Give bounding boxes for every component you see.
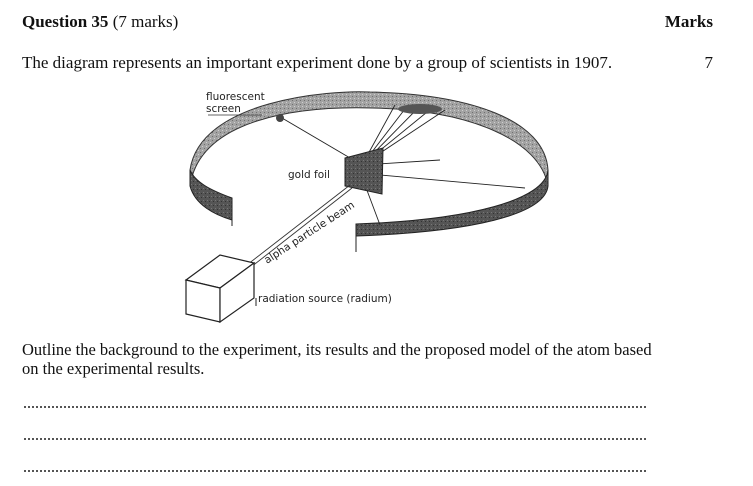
answer-line-3[interactable] bbox=[24, 470, 646, 472]
label-alpha-beam: alpha particle beam bbox=[262, 199, 357, 266]
marks-value: 7 bbox=[704, 53, 714, 72]
label-screen-2: screen bbox=[206, 103, 241, 115]
answer-line-1[interactable] bbox=[24, 406, 646, 408]
rutherford-diagram: fluorescent screen gold foil alpha parti… bbox=[184, 91, 549, 324]
intro-text: The diagram represents an important expe… bbox=[22, 53, 613, 72]
marks-note: (7 marks) bbox=[112, 12, 179, 31]
question-number: Question 35 bbox=[22, 12, 109, 31]
question-title: Question 35 (7 marks) bbox=[22, 12, 178, 32]
screen-left-segment bbox=[189, 169, 233, 226]
screen-mark-left bbox=[276, 114, 284, 122]
answer-line-2[interactable] bbox=[24, 438, 646, 440]
radiation-source-cube bbox=[184, 254, 256, 324]
gold-foil-shape bbox=[344, 147, 384, 195]
label-radiation-source: radiation source (radium) bbox=[258, 293, 392, 305]
screen-right-segment bbox=[355, 169, 549, 252]
marks-heading: Marks bbox=[664, 12, 713, 31]
alpha-beam bbox=[242, 184, 353, 272]
label-gold-foil: gold foil bbox=[288, 169, 330, 181]
task-text: Outline the background to the experiment… bbox=[22, 340, 652, 378]
label-screen-1: fluorescent bbox=[206, 91, 265, 103]
screen-mark-cluster bbox=[398, 104, 442, 114]
